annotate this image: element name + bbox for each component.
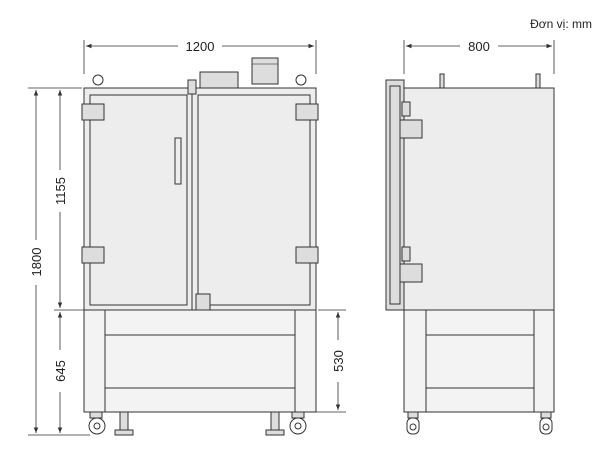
caster-wheel-icon <box>539 411 553 435</box>
fan-motor <box>251 57 279 85</box>
base-inner-height-label: 530 <box>331 350 346 372</box>
side-top-fitting <box>439 73 445 89</box>
door-latch-top <box>187 79 197 95</box>
base-frame <box>83 309 317 413</box>
dimension-base-height: 645 <box>53 312 68 433</box>
hinge-icon <box>81 103 105 121</box>
front-view <box>81 57 319 436</box>
dimension-total-height: 1800 <box>28 87 90 436</box>
dimension-chamber-height: 1155 <box>53 90 84 311</box>
caster-wheel-icon <box>88 411 106 435</box>
motor-housing <box>199 71 239 89</box>
side-view <box>385 73 555 435</box>
chamber-height-label: 1155 <box>53 177 68 205</box>
side-top-fitting <box>535 73 541 89</box>
hinge-icon <box>81 246 105 264</box>
side-base-frame <box>403 309 555 413</box>
hinge-icon <box>295 103 319 121</box>
total-height-label: 1800 <box>29 248 44 277</box>
right-door <box>197 94 311 306</box>
lifting-eye-right <box>295 74 307 86</box>
leveling-foot-icon <box>114 411 134 436</box>
hinge-icon <box>399 263 423 283</box>
caster-wheel-icon <box>406 411 420 435</box>
dimension-width: 1200 <box>83 39 317 74</box>
leveling-foot-icon <box>265 411 285 436</box>
left-door <box>89 94 188 306</box>
hinge-icon <box>295 246 319 264</box>
door-handle-icon <box>174 137 182 185</box>
side-chamber-body <box>403 87 555 311</box>
unit-label: Đơn vị: mm <box>530 17 592 31</box>
base-height-label: 645 <box>53 360 68 382</box>
side-latch <box>401 246 411 262</box>
width-label: 1200 <box>186 39 215 54</box>
side-latch <box>401 101 411 117</box>
depth-label: 800 <box>468 39 490 54</box>
lifting-eye-left <box>92 74 104 86</box>
dimension-base-inner-height: 530 <box>310 309 346 413</box>
dimension-depth: 800 <box>403 39 555 74</box>
door-latch-bottom <box>195 293 211 311</box>
caster-wheel-icon <box>289 411 307 435</box>
hinge-icon <box>399 119 423 139</box>
